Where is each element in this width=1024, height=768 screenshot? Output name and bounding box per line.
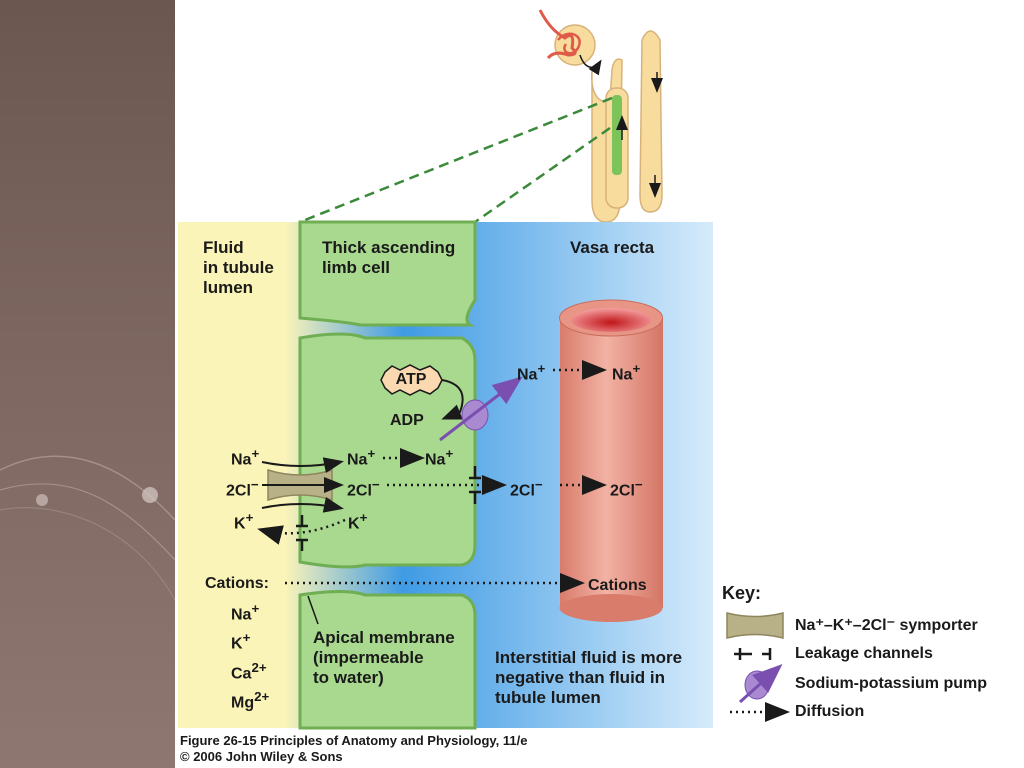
ion-na-blood: Na+: [612, 361, 641, 384]
ion-na-cell: Na+: [347, 446, 376, 469]
key-symporter: Na⁺–K⁺–2Cl⁻ symporter: [795, 617, 978, 634]
ion-k-cell: K+: [348, 510, 368, 533]
ion-na-lumen: Na+: [231, 446, 260, 469]
ion-cl-lumen: 2Cl−: [226, 477, 259, 500]
ion-cl-interstitial: 2Cl−: [510, 477, 543, 500]
sidebar-swirl-decoration: [0, 455, 175, 601]
ion-k-lumen: K+: [234, 510, 254, 533]
ion-na-cell-2: Na+: [425, 446, 454, 469]
cations-label-lumen: Cations:: [205, 575, 269, 592]
cations-label-blood: Cations: [588, 577, 647, 594]
key-title: Key:: [722, 583, 762, 603]
ion-na-interstitial: Na+: [517, 361, 546, 384]
diffusion-arrows: [257, 360, 607, 593]
atp-label: ATP: [395, 371, 427, 388]
label-vasa-recta: Vasa recta: [570, 238, 655, 257]
ion-cl-blood: 2Cl−: [610, 477, 643, 500]
key-icons: [726, 612, 790, 722]
leakage-channel-marks: [296, 466, 481, 551]
ion-cl-cell: 2Cl−: [347, 477, 380, 500]
key-leakage-channels: Leakage channels: [795, 645, 933, 662]
key-sodium-potassium-pump: Sodium-potassium pump: [795, 675, 987, 692]
key-diffusion: Diffusion: [795, 703, 865, 720]
adp-label: ADP: [390, 412, 424, 429]
cation-list: Na+ K+ Ca2+ Mg2+: [231, 601, 270, 712]
atp-burst-icon: [380, 364, 443, 396]
slide-sidebar: [0, 0, 175, 768]
vasa-recta-vessel: [559, 299, 663, 622]
figure-caption: Figure 26-15 Principles of Anatomy and P…: [180, 733, 528, 764]
nephron-inset: [299, 9, 663, 224]
